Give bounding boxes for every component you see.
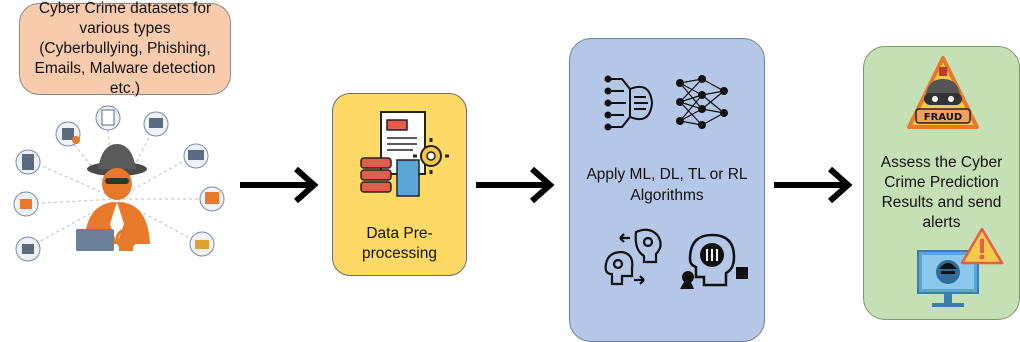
algorithms-box: Apply ML, DL, TL or RL Algorithms (569, 38, 765, 342)
preprocessing-box: Data Pre-processing (332, 93, 467, 276)
algorithms-label: Apply ML, DL, TL or RL Algorithms (586, 166, 748, 204)
flow-arrow-3 (774, 166, 853, 204)
idea-exchange-icon (604, 228, 662, 286)
data-processing-icon (360, 111, 449, 197)
ai-mind-icon (680, 233, 748, 289)
preprocessing-label: Data Pre-processing (362, 225, 437, 262)
id-card-icon (76, 229, 114, 251)
dataset-label: Cyber Crime datasets for various types (… (34, 0, 216, 97)
results-box: FRAUD Assess the Cyber Crime Prediction … (863, 46, 1020, 320)
monitor-alert-icon (917, 227, 1004, 307)
neural-chip-icon (604, 75, 654, 131)
cyber-crime-illustration (13, 105, 225, 262)
results-label: Assess the Cyber Crime Prediction Result… (880, 154, 1003, 231)
fraud-text: FRAUD (924, 112, 962, 123)
dataset-box: Cyber Crime datasets for various types (… (19, 0, 231, 97)
neural-network-icon (676, 75, 728, 129)
device-icons (13, 105, 225, 262)
flow-arrow-2 (476, 166, 555, 204)
fraud-warning-icon: FRAUD (907, 56, 979, 129)
flow-arrow-1 (240, 166, 319, 204)
